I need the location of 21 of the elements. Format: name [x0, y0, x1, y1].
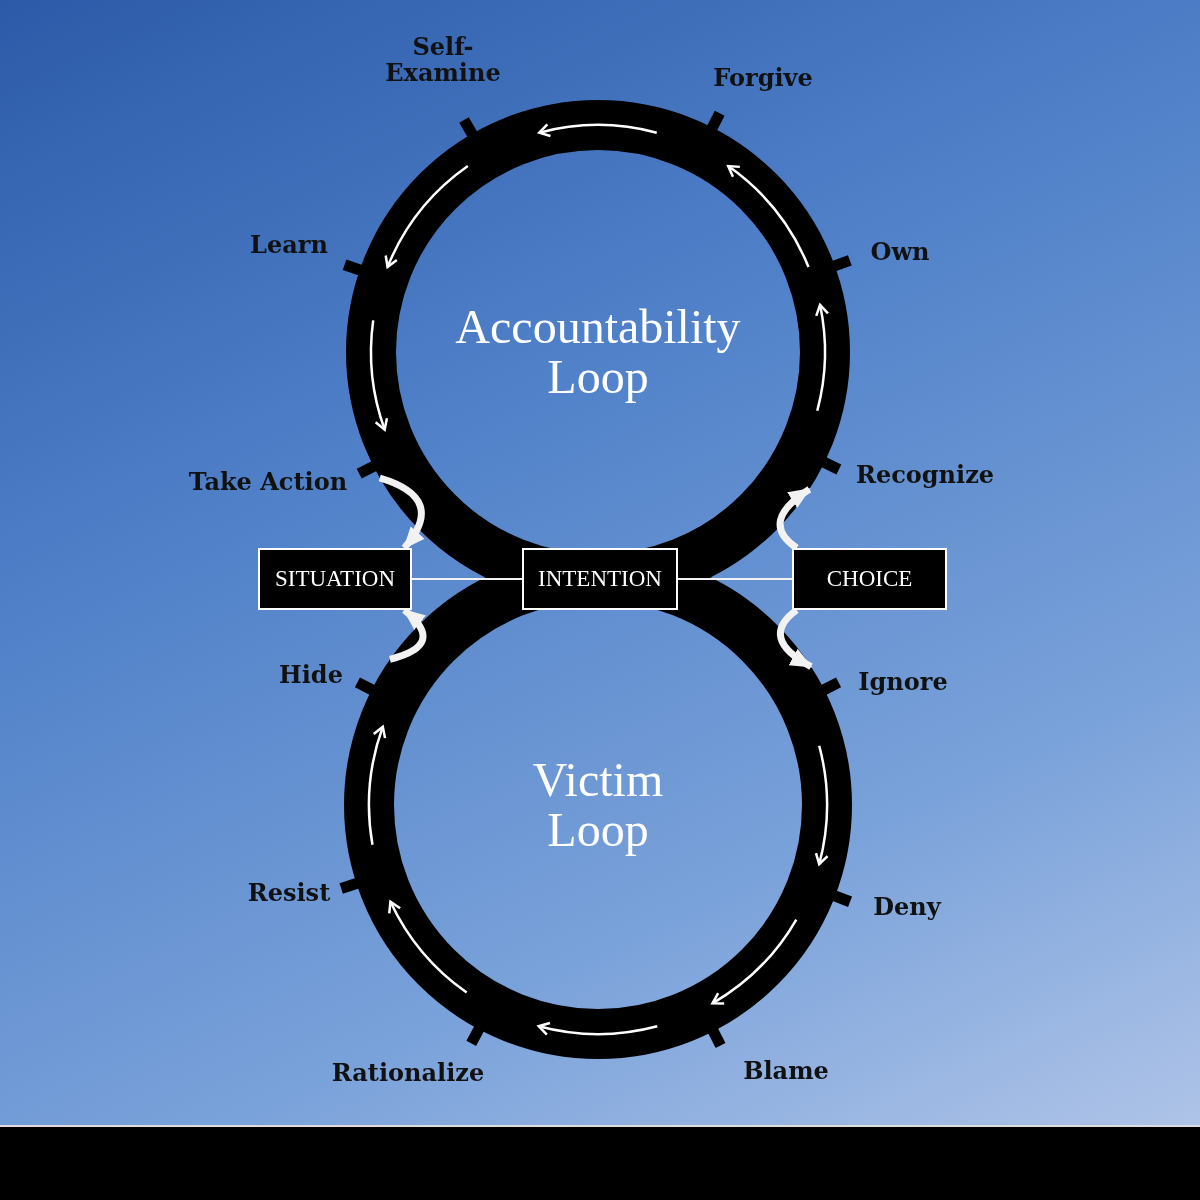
curved-arrow — [378, 474, 425, 551]
connector-line — [411, 578, 523, 580]
step-label: Deny — [873, 893, 941, 921]
stage-box: SITUATION — [258, 548, 412, 610]
step-label: Learn — [250, 231, 328, 259]
loop-title: Accountability Loop — [454, 301, 742, 403]
loop-title: Victim Loop — [531, 754, 665, 856]
stage-box: INTENTION — [522, 548, 678, 610]
connector-line — [677, 578, 793, 580]
step-label: Forgive — [713, 64, 813, 92]
step-label: Hide — [279, 661, 343, 689]
step-label: Self-Examine — [384, 33, 502, 87]
curved-arrow — [389, 607, 427, 663]
stage-box: CHOICE — [792, 548, 947, 610]
step-label: Ignore — [858, 668, 948, 696]
step-label: Blame — [743, 1057, 829, 1085]
step-label: Recognize — [855, 461, 995, 489]
step-label: Own — [870, 238, 930, 266]
step-label: Rationalize — [331, 1059, 485, 1087]
step-label: Resist — [247, 879, 331, 907]
step-label: Take Action — [188, 468, 348, 496]
